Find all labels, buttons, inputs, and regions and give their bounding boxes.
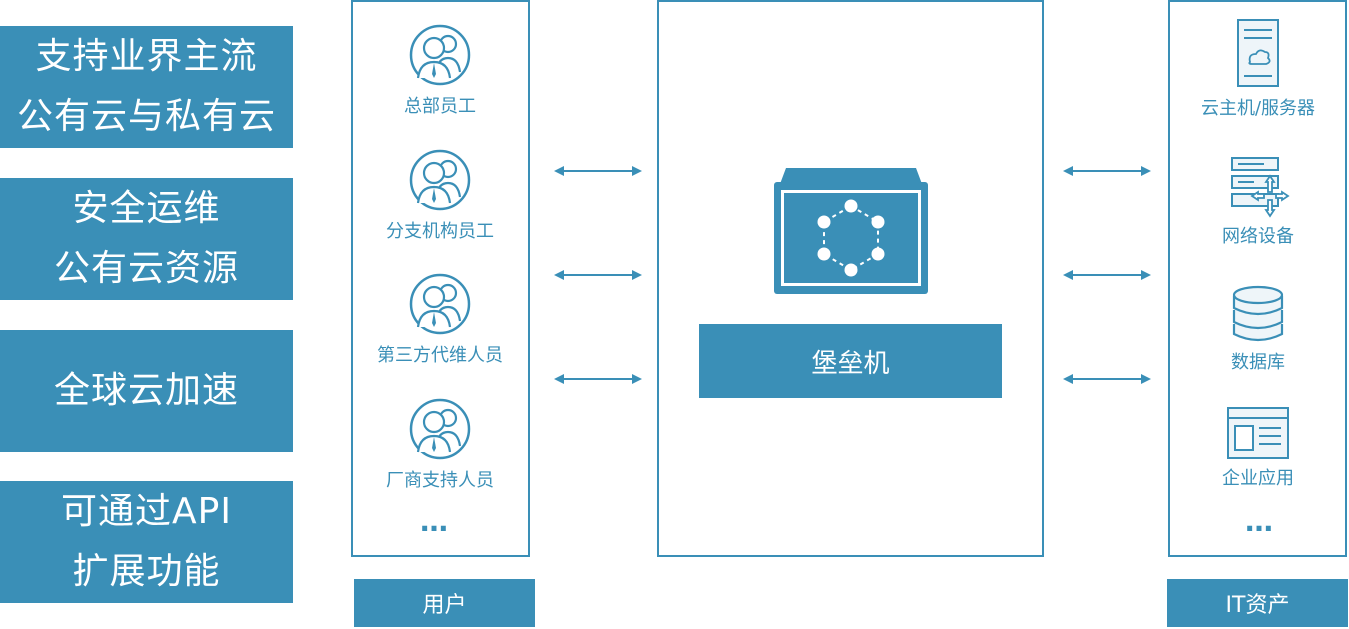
feature-line: 可通过API [61,491,232,532]
users-tag: 用户 [354,579,535,627]
asset-item-label: 企业应用 [1222,468,1294,489]
feature-line: 扩展功能 [72,551,221,592]
asset-item-label: 云主机/服务器 [1200,98,1316,119]
users-link-arrow [554,166,642,176]
database-icon [1232,285,1284,342]
bastion-server-icon [774,168,928,294]
users-panel [351,0,530,557]
assets-tag: IT资产 [1167,579,1348,627]
asset-item-label: 数据库 [1231,352,1285,373]
users-icon [409,24,471,86]
network-device-icon [1231,157,1290,218]
asset-item-enterprise-app: 企业应用 [1168,406,1348,490]
user-item-label: 厂商支持人员 [386,470,494,491]
users-link-arrow [554,270,642,280]
asset-item-database: 数据库 [1168,284,1348,374]
feature-line: 支持业界主流 [35,36,258,77]
asset-item-label: 网络设备 [1222,226,1294,247]
assets-more-ellipsis: … [1245,505,1275,538]
users-icon [409,273,471,335]
users-icon [409,398,471,460]
assets-link-arrow [1063,374,1151,384]
user-item-third-party: 第三方代维人员 [350,271,530,367]
feature-line: 安全运维 [72,188,221,229]
bastion-label: 堡垒机 [699,324,1002,398]
users-link-arrow [554,374,642,384]
user-item-label: 总部员工 [404,96,476,117]
asset-item-cloud-server: 云主机/服务器 [1168,18,1348,120]
user-item-vendor: 厂商支持人员 [350,396,530,492]
asset-item-network: 网络设备 [1168,156,1348,248]
user-item-hq: 总部员工 [350,22,530,118]
user-item-branch: 分支机构员工 [350,147,530,243]
assets-link-arrow [1063,270,1151,280]
user-item-label: 分支机构员工 [386,221,494,242]
users-more-ellipsis: … [420,505,450,538]
feature-block-secure-ops: 安全运维 公有云资源 [0,178,293,300]
assets-link-arrow [1063,166,1151,176]
feature-line: 公有云资源 [53,248,239,289]
users-icon [409,149,471,211]
user-item-label: 第三方代维人员 [377,345,503,366]
enterprise-app-icon [1227,407,1289,459]
feature-block-global-acceleration: 全球云加速 [0,330,293,452]
feature-block-api-extension: 可通过API 扩展功能 [0,481,293,603]
cloud-server-icon [1237,19,1279,87]
feature-line: 全球云加速 [53,370,239,411]
feature-line: 公有云与私有云 [16,96,276,137]
feature-block-cloud-support: 支持业界主流 公有云与私有云 [0,26,293,148]
assets-panel [1168,0,1347,557]
